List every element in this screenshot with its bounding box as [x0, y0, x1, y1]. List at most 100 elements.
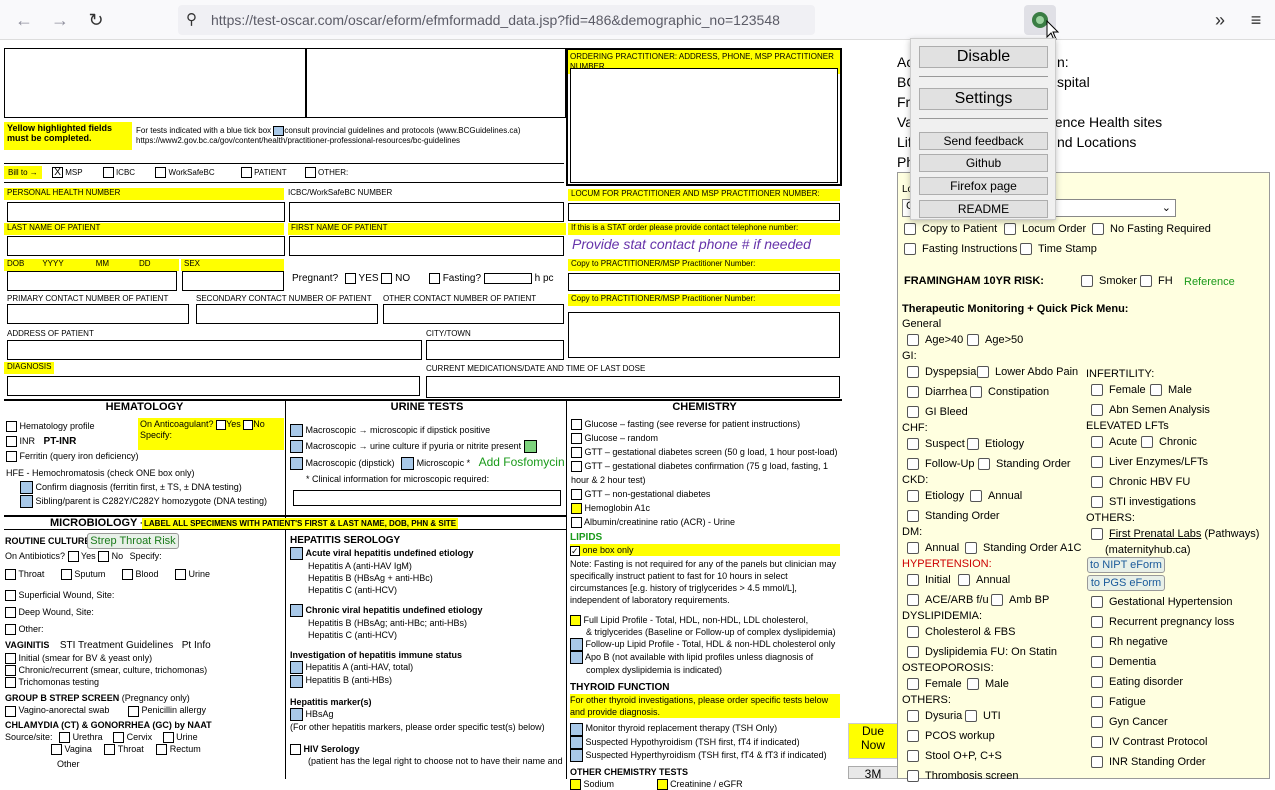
hbv-checkbox[interactable]	[1091, 476, 1103, 489]
meds-input[interactable]	[426, 376, 840, 398]
copy-patient-checkbox[interactable]	[904, 223, 916, 236]
ht-initial-checkbox[interactable]	[907, 574, 919, 587]
prenatal-checkbox[interactable]	[1091, 528, 1103, 541]
overflow-icon[interactable]: »	[1214, 9, 1225, 30]
patient-checkbox[interactable]	[240, 167, 252, 179]
chem4-checkbox[interactable]	[571, 461, 582, 473]
dm-annual-checkbox[interactable]	[907, 542, 919, 555]
due-now-button[interactable]: Due Now	[848, 723, 898, 759]
chem6-checkbox[interactable]	[571, 503, 582, 515]
hfe1-checkbox[interactable]	[20, 481, 33, 495]
3m-button[interactable]: 3M	[848, 766, 898, 781]
hfe2-checkbox[interactable]	[20, 495, 33, 509]
inf-male-checkbox[interactable]	[1150, 384, 1162, 397]
chem2-checkbox[interactable]	[571, 433, 582, 445]
github-button[interactable]: Github	[919, 154, 1048, 172]
inr-checkbox[interactable]	[6, 436, 17, 448]
lower-abdo-checkbox[interactable]	[977, 366, 989, 379]
copy1-input[interactable]	[568, 273, 840, 291]
copy2-input[interactable]	[568, 312, 840, 358]
inf-female-checkbox[interactable]	[1091, 384, 1103, 397]
dysuria-checkbox[interactable]	[907, 710, 919, 723]
primary-contact-input[interactable]	[7, 304, 189, 324]
secondary-contact-input[interactable]	[196, 304, 378, 324]
liver-checkbox[interactable]	[1091, 456, 1103, 469]
disable-button[interactable]: Disable	[919, 46, 1048, 68]
acute-checkbox[interactable]	[1091, 436, 1103, 449]
chem7-checkbox[interactable]	[571, 517, 582, 529]
urine-1-checkbox[interactable]	[290, 424, 303, 438]
inr-standing-checkbox[interactable]	[1091, 756, 1103, 769]
chronic-checkbox[interactable]	[1141, 436, 1153, 449]
first-name-input[interactable]	[289, 236, 564, 256]
urine-2-checkbox[interactable]	[290, 440, 303, 454]
fasting-instructions-checkbox[interactable]	[904, 243, 916, 256]
send-feedback-button[interactable]: Send feedback	[919, 132, 1048, 150]
dyspepsia-checkbox[interactable]	[907, 366, 919, 379]
forward-icon[interactable]: →	[51, 9, 69, 30]
diarrhea-checkbox[interactable]	[907, 386, 919, 399]
fosfomycin-link[interactable]: Add Fosfomycin	[478, 455, 565, 469]
ckd-etiology-checkbox[interactable]	[907, 490, 919, 503]
timestamp-checkbox[interactable]	[1020, 243, 1032, 256]
ordering-input[interactable]	[570, 68, 838, 183]
stat-phone-input[interactable]: Provide stat contact phone # if needed	[572, 236, 811, 252]
pcos-checkbox[interactable]	[907, 730, 919, 743]
gest-ht-checkbox[interactable]	[1091, 596, 1103, 609]
msp-checkbox[interactable]: X	[52, 167, 64, 179]
nipt-button[interactable]: to NIPT eForm	[1087, 557, 1165, 573]
dys-fu-checkbox[interactable]	[907, 646, 919, 659]
no-fasting-checkbox[interactable]	[1092, 223, 1104, 236]
thrombosis-checkbox[interactable]	[907, 770, 919, 783]
diagnosis-input[interactable]	[7, 376, 420, 396]
acearb-checkbox[interactable]	[907, 594, 919, 607]
pgs-button[interactable]: to PGS eForm	[1087, 575, 1165, 591]
followup-checkbox[interactable]	[907, 458, 919, 471]
reference-link[interactable]: Reference	[1184, 276, 1235, 288]
dm-standing-checkbox[interactable]	[965, 542, 977, 555]
chem5-checkbox[interactable]	[571, 489, 582, 501]
url-bar[interactable]: ⚲ https://test-oscar.com/oscar/eform/efm…	[178, 5, 815, 35]
icbc-checkbox[interactable]	[102, 167, 114, 179]
ht-annual-checkbox[interactable]	[958, 574, 970, 587]
reload-icon[interactable]: ↻	[88, 9, 104, 30]
other-contact-input[interactable]	[383, 304, 564, 324]
gyn-checkbox[interactable]	[1091, 716, 1103, 729]
phn-input[interactable]	[7, 202, 285, 222]
rh-checkbox[interactable]	[1091, 636, 1103, 649]
ambbp-checkbox[interactable]	[991, 594, 1003, 607]
constipation-checkbox[interactable]	[970, 386, 982, 399]
menu-icon[interactable]: ≡	[1250, 9, 1262, 30]
smoker-checkbox[interactable]	[1081, 275, 1093, 288]
iv-checkbox[interactable]	[1091, 736, 1103, 749]
ost-male-checkbox[interactable]	[967, 678, 979, 691]
uti-checkbox[interactable]	[965, 710, 977, 723]
pregnant-yes-checkbox[interactable]	[344, 273, 356, 284]
semen-checkbox[interactable]	[1091, 404, 1103, 417]
icbc-number-input[interactable]	[289, 202, 564, 222]
age40-checkbox[interactable]	[907, 334, 919, 347]
fh-checkbox[interactable]	[1140, 275, 1152, 288]
locum-input[interactable]	[568, 203, 840, 221]
etiology-checkbox[interactable]	[967, 438, 979, 451]
eating-checkbox[interactable]	[1091, 676, 1103, 689]
urine-clinical-input[interactable]	[293, 490, 561, 506]
heme-profile-checkbox[interactable]	[6, 421, 17, 433]
ckd-standing-checkbox[interactable]	[907, 510, 919, 523]
last-name-input[interactable]	[7, 236, 285, 256]
wsbc-checkbox[interactable]	[155, 167, 167, 179]
address-input[interactable]	[7, 340, 422, 360]
firefox-page-button[interactable]: Firefox page	[919, 177, 1048, 195]
age50-checkbox[interactable]	[967, 334, 979, 347]
stool-checkbox[interactable]	[907, 750, 919, 763]
suspect-checkbox[interactable]	[907, 438, 919, 451]
chem3-checkbox[interactable]	[571, 447, 582, 459]
locum-order-checkbox[interactable]	[1004, 223, 1016, 236]
chol-fbs-checkbox[interactable]	[907, 626, 919, 639]
gi-bleed-checkbox[interactable]	[907, 406, 919, 419]
ost-female-checkbox[interactable]	[907, 678, 919, 691]
extension-button[interactable]	[1024, 5, 1056, 35]
other-checkbox[interactable]	[304, 167, 316, 179]
pregnant-no-checkbox[interactable]	[381, 273, 393, 284]
city-input[interactable]	[426, 340, 564, 360]
